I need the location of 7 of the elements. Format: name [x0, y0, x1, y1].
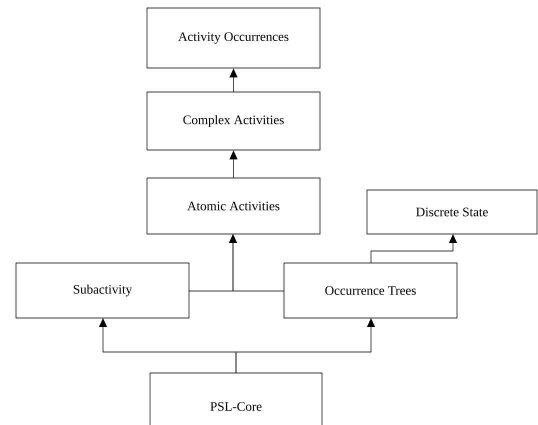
box: Subactivity	[16, 262, 190, 318]
box: Complex Activities	[146, 92, 320, 150]
box: Atomic Activities	[146, 178, 320, 234]
box: Discrete State	[366, 190, 538, 234]
box: PSL-Core	[150, 372, 322, 425]
box: Activity Occurrences	[146, 8, 320, 68]
box: Occurrence Trees	[284, 262, 458, 318]
